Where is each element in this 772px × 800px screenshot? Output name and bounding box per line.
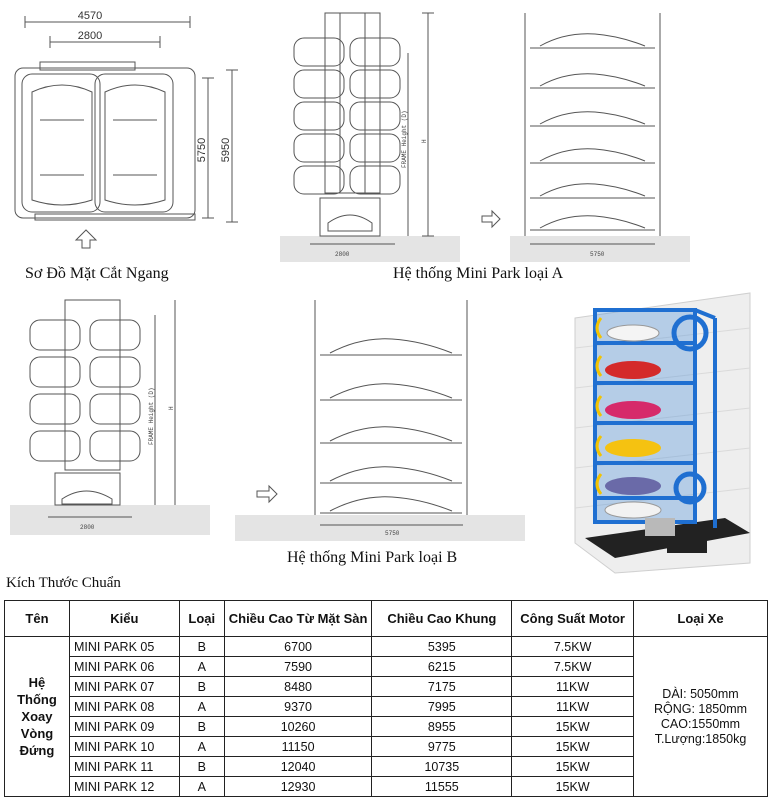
cell-type: B (178, 756, 225, 777)
header-type: Loại (178, 600, 225, 637)
cell-frame-height: 5395 (371, 636, 513, 657)
cell-type: A (178, 696, 225, 717)
car-spec-line: CAO:1550mm (660, 716, 741, 731)
section-title: Kích Thước Chuẩn (6, 575, 121, 591)
cell-floor-height: 12040 (223, 756, 373, 777)
car-spec-line: DÀI: 5050mm (662, 686, 739, 701)
cell-motor: 11KW (511, 696, 635, 717)
cross-section-drawing: 4570 2800 5750 5950 (14, 10, 238, 249)
group-name-line: Hệ (28, 675, 46, 690)
cell-motor: 11KW (511, 676, 635, 697)
table-row: MINI PARK 08 A 9370 7995 11KW (5, 696, 768, 717)
cell-model: MINI PARK 06 (68, 656, 180, 677)
parking-tower-3d-image (574, 292, 751, 574)
cell-model: MINI PARK 11 (68, 756, 180, 777)
cell-frame-height: 8955 (371, 716, 513, 737)
group-name-line: Vòng (20, 726, 54, 741)
cell-floor-height: 7590 (223, 656, 373, 677)
cell-type: A (178, 736, 225, 757)
car-spec-line: RỘNG: 1850mm (653, 701, 748, 716)
header-frame-height: Chiều Cao Khung (371, 600, 513, 637)
cell-frame-height: 7995 (371, 696, 513, 717)
cell-model: MINI PARK 09 (68, 716, 180, 737)
type-b-caption: Hệ thống Mini Park loại B (287, 549, 458, 566)
type-a-front-drawing: 2800 FRAME Height (D) H (280, 12, 460, 262)
cell-motor: 15KW (511, 716, 635, 737)
table-row: Hệ Thống Xoay Vòng Đứng MINI PARK 05 B 6… (4, 636, 768, 797)
type-b-dim-side: 5750 (385, 530, 400, 537)
type-a-dim-front: 2800 (335, 251, 350, 258)
cell-model: MINI PARK 12 (68, 776, 180, 797)
cell-model: MINI PARK 08 (68, 696, 180, 717)
table-row: MINI PARK 10 A 11150 9775 15KW (5, 736, 768, 757)
car-spec-line: T.Lượng:1850kg (654, 731, 747, 746)
car-spec-cell: DÀI: 5050mm RỘNG: 1850mm CAO:1550mm T.Lư… (633, 636, 768, 797)
group-name-line: Xoay (21, 709, 53, 724)
header-name: Tên (4, 600, 70, 637)
spec-table: Tên Kiểu Loại Chiều Cao Từ Mặt Sàn Chiều… (4, 600, 768, 797)
cell-frame-height: 9775 (371, 736, 513, 757)
dim-depth-outer: 5950 (220, 138, 232, 162)
cell-model: MINI PARK 10 (68, 736, 180, 757)
type-a-dim-side: 5750 (590, 251, 605, 258)
dim-width-outer: 4570 (78, 10, 102, 22)
cell-floor-height: 11150 (223, 736, 373, 757)
group-name-line: Thống (17, 692, 57, 707)
type-a-height-label: H (421, 139, 428, 143)
cell-type: B (178, 636, 225, 657)
cell-floor-height: 12930 (223, 776, 373, 797)
type-a-frame-label: FRAME Height (D) (401, 110, 408, 168)
header-floor-height: Chiều Cao Từ Mặt Sàn (223, 600, 373, 637)
cell-motor: 7.5KW (511, 636, 635, 657)
cell-frame-height: 10735 (371, 756, 513, 777)
type-a-caption: Hệ thống Mini Park loại A (393, 265, 564, 282)
cell-type: A (178, 656, 225, 677)
cell-frame-height: 7175 (371, 676, 513, 697)
cell-type: B (178, 716, 225, 737)
type-b-height-label: H (168, 406, 175, 410)
cell-type: B (178, 676, 225, 697)
cell-motor: 15KW (511, 776, 635, 797)
cell-motor: 15KW (511, 736, 635, 757)
table-header-row: Tên Kiểu Loại Chiều Cao Từ Mặt Sàn Chiều… (4, 600, 768, 637)
cell-floor-height: 10260 (223, 716, 373, 737)
group-name-cell: Hệ Thống Xoay Vòng Đứng (4, 636, 70, 797)
type-b-dim-front: 2800 (80, 524, 95, 531)
cell-frame-height: 11555 (371, 776, 513, 797)
dim-depth-inner: 5750 (196, 138, 208, 162)
cell-model: MINI PARK 05 (68, 636, 180, 657)
table-row: MINI PARK 12 A 12930 11555 15KW (5, 776, 768, 797)
header-motor: Công Suất Motor (511, 600, 635, 637)
cell-floor-height: 6700 (223, 636, 373, 657)
cell-motor: 15KW (511, 756, 635, 777)
table-row: MINI PARK 11 B 12040 10735 15KW (5, 756, 768, 777)
cross-section-caption: Sơ Đồ Mặt Cắt Ngang (25, 265, 169, 282)
group-name-line: Đứng (19, 743, 55, 758)
type-a-side-drawing: 5750 (481, 13, 690, 262)
cell-frame-height: 6215 (371, 656, 513, 677)
cell-type: A (178, 776, 225, 797)
type-b-side-drawing: 5750 (235, 300, 525, 541)
header-model: Kiểu (68, 600, 180, 637)
cell-motor: 7.5KW (511, 656, 635, 677)
dim-width-inner: 2800 (78, 30, 102, 42)
header-car: Loại Xe (633, 600, 768, 637)
cell-floor-height: 9370 (223, 696, 373, 717)
cell-model: MINI PARK 07 (68, 676, 180, 697)
type-b-front-drawing: 2800 FRAME Height (D) H (10, 299, 210, 535)
cell-floor-height: 8480 (223, 676, 373, 697)
type-b-frame-label: FRAME Height (D) (148, 387, 155, 445)
